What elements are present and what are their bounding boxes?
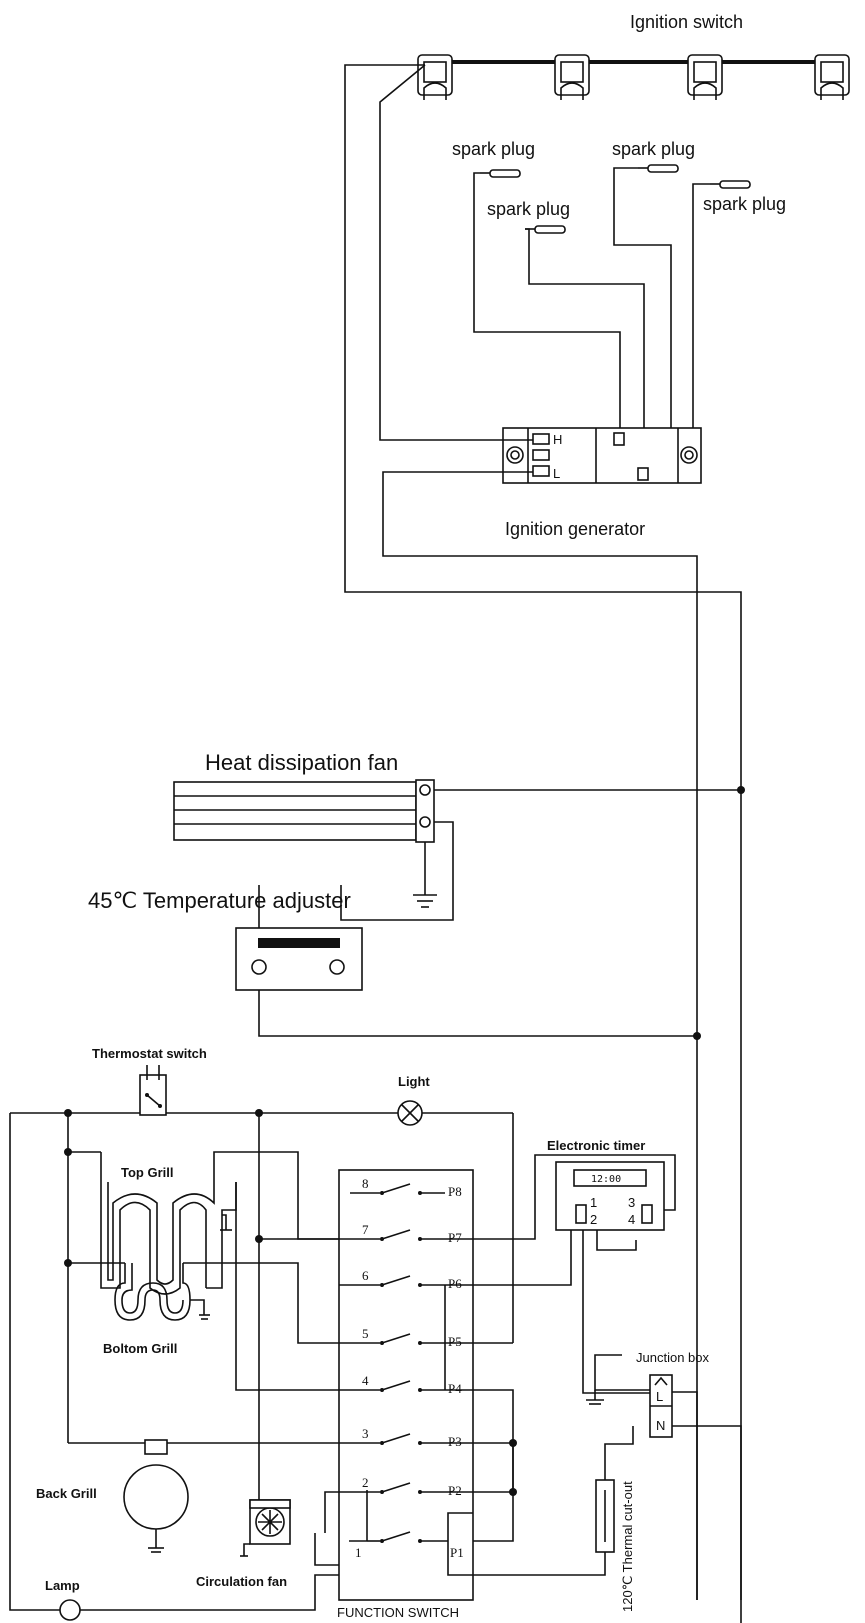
terminal-p7: P7 — [448, 1230, 462, 1245]
ignition-generator-label: Ignition generator — [505, 519, 645, 539]
terminal-4: 4 — [362, 1373, 369, 1388]
heat-dissipation-fan — [173, 779, 435, 843]
spark-plug-label-3: spark plug — [487, 199, 570, 219]
circulation-fan-icon — [240, 1499, 291, 1557]
junction-dot — [64, 1259, 72, 1267]
terminal-p1: P1 — [450, 1545, 464, 1560]
terminal-3: 3 — [362, 1426, 369, 1441]
spark-plug-icon — [525, 225, 566, 234]
generator-l-mark: L — [553, 466, 560, 481]
spark-plug-icon — [638, 164, 679, 173]
spark-plug-icon — [710, 180, 751, 189]
terminal-p6: P6 — [448, 1276, 462, 1291]
terminal-p4: P4 — [448, 1381, 462, 1396]
junction-box — [649, 1374, 673, 1438]
junction-dot — [64, 1109, 72, 1117]
function-switch-contacts — [339, 1183, 473, 1576]
ignition-switch-label: Ignition switch — [630, 12, 743, 32]
spark-plug-label-2: spark plug — [612, 139, 695, 159]
thermal-cutout — [595, 1479, 615, 1553]
bottom-grill-element — [114, 1263, 210, 1321]
function-switch — [338, 1169, 474, 1601]
junction-dot — [255, 1109, 263, 1117]
junction-dot — [509, 1439, 517, 1447]
thermal-cutout-label: 120℃ Thermal cut-out — [620, 1481, 635, 1612]
ground-icon — [220, 1214, 232, 1231]
function-switch-terminal-labels: 8 7 6 5 4 3 2 1 P8 P7 P6 P5 P4 P3 P2 P1 — [355, 1176, 464, 1560]
back-grill-element — [123, 1439, 189, 1553]
terminal-p3: P3 — [448, 1434, 462, 1449]
back-grill-label: Back Grill — [36, 1486, 97, 1501]
temperature-adjuster — [235, 927, 363, 991]
terminal-5: 5 — [362, 1326, 369, 1341]
spark-plug-label-1: spark plug — [452, 139, 535, 159]
thermostat-switch-label: Thermostat switch — [92, 1046, 207, 1061]
generator-h-mark: H — [553, 432, 562, 447]
spark-plug-icon — [480, 169, 521, 178]
junction-n-mark: N — [656, 1418, 665, 1433]
junction-dot — [737, 786, 745, 794]
ignition-switch-3 — [687, 54, 723, 100]
heat-dissipation-fan-label: Heat dissipation fan — [205, 750, 398, 775]
junction-dot — [64, 1148, 72, 1156]
terminal-p2: P2 — [448, 1483, 462, 1498]
terminal-1: 1 — [355, 1545, 362, 1560]
terminal-8: 8 — [362, 1176, 369, 1191]
top-grill-element — [100, 1182, 237, 1295]
ignition-switch-4 — [814, 54, 850, 100]
ground-icon — [586, 1390, 604, 1405]
timer-display: 12:00 — [591, 1174, 621, 1185]
lamp-label: Lamp — [45, 1578, 80, 1593]
thermostat-switch — [139, 1065, 167, 1116]
lower-wiring — [9, 1112, 742, 1611]
temperature-adjuster-label: 45℃ Temperature adjuster — [88, 888, 351, 913]
ground-icon — [413, 894, 437, 908]
ignition-switch-2 — [554, 54, 590, 100]
terminal-6: 6 — [362, 1268, 369, 1283]
terminal-7: 7 — [362, 1222, 369, 1237]
light-bulb-icon — [397, 1100, 423, 1126]
function-switch-label: FUNCTION SWITCH — [337, 1605, 459, 1620]
timer-pin-2: 2 — [590, 1212, 597, 1227]
junction-box-label: Junction box — [636, 1350, 709, 1365]
top-grill-label: Top Grill — [121, 1165, 173, 1180]
light-label: Light — [398, 1074, 430, 1089]
circulation-fan-label: Circulation fan — [196, 1574, 287, 1589]
ignition-generator — [502, 427, 702, 484]
junction-dot — [509, 1488, 517, 1496]
junction-l-mark: L — [656, 1389, 663, 1404]
timer-pin-1: 1 — [590, 1195, 597, 1210]
terminal-p5: P5 — [448, 1334, 462, 1349]
junction-dot — [255, 1235, 263, 1243]
timer-pin-3: 3 — [628, 1195, 635, 1210]
electronic-timer-label: Electronic timer — [547, 1138, 645, 1153]
electronic-timer — [555, 1161, 665, 1231]
terminal-p8: P8 — [448, 1184, 462, 1199]
bottom-grill-label: Boltom Grill — [103, 1341, 177, 1356]
spark-plug-wires — [473, 167, 710, 470]
spark-plug-label-4: spark plug — [703, 194, 786, 214]
terminal-2: 2 — [362, 1475, 369, 1490]
timer-pin-4: 4 — [628, 1212, 635, 1227]
lamp-icon — [59, 1599, 81, 1621]
junction-dot — [693, 1032, 701, 1040]
ignition-switch-1 — [417, 54, 453, 100]
